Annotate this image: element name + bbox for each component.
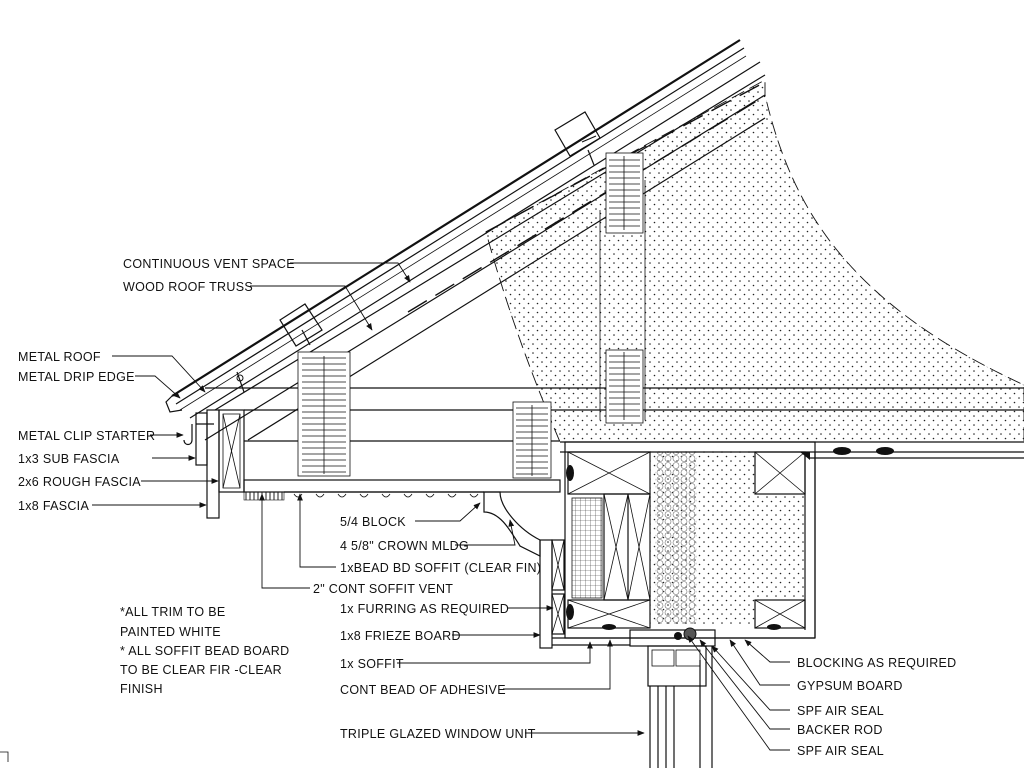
label-crown-mldg: 4 5/8" CROWN MLDG	[340, 539, 469, 553]
label-bead-adhesive: CONT BEAD OF ADHESIVE	[340, 683, 506, 697]
label-gypsum: GYPSUM BOARD	[797, 679, 903, 693]
label-wood-roof-truss: WOOD ROOF TRUSS	[123, 280, 253, 294]
label-bead-soffit: 1xBEAD BD SOFFIT (CLEAR FIN)	[340, 561, 541, 575]
label-window-unit: TRIPLE GLAZED WINDOW UNIT	[340, 727, 536, 741]
roof-assembly	[165, 39, 766, 441]
label-metal-clip-starter: METAL CLIP STARTER	[18, 429, 155, 443]
label-metal-roof: METAL ROOF	[18, 350, 101, 364]
label-fascia: 1x8 FASCIA	[18, 499, 89, 513]
label-backer-rod: BACKER ROD	[797, 723, 883, 737]
fascia-assembly	[183, 409, 245, 519]
label-soffit-vent: 2" CONT SOFFIT VENT	[313, 582, 453, 596]
note-line-3: * ALL SOFFIT BEAD BOARD	[120, 644, 289, 658]
label-rough-fascia: 2x6 ROUGH FASCIA	[18, 475, 141, 489]
wall-cellulose	[655, 452, 697, 624]
label-furring: 1x FURRING AS REQUIRED	[340, 602, 509, 616]
wall-insulation-right	[755, 495, 805, 599]
leader-lines	[0, 262, 790, 762]
window-unit	[629, 627, 716, 768]
label-continuous-vent-space: CONTINUOUS VENT SPACE	[123, 257, 295, 271]
note-line-1: *ALL TRIM TO BE	[120, 605, 225, 619]
label-metal-drip-edge: METAL DRIP EDGE	[18, 370, 135, 384]
note-line-4: TO BE CLEAR FIR -CLEAR	[120, 663, 282, 677]
wall-header	[564, 441, 894, 639]
note-line-2: PAINTED WHITE	[120, 625, 221, 639]
label-blocking: BLOCKING AS REQUIRED	[797, 656, 957, 670]
label-frieze-board: 1x8 FRIEZE BOARD	[340, 629, 461, 643]
label-block: 5/4 BLOCK	[340, 515, 406, 529]
label-spf-air-seal-1: SPF AIR SEAL	[797, 704, 884, 718]
label-sub-fascia: 1x3 SUB FASCIA	[18, 452, 120, 466]
label-spf-air-seal-2: SPF AIR SEAL	[797, 744, 884, 758]
truss-plates	[297, 152, 644, 479]
note-line-5: FINISH	[120, 682, 163, 696]
label-soffit: 1x SOFFIT	[340, 657, 404, 671]
